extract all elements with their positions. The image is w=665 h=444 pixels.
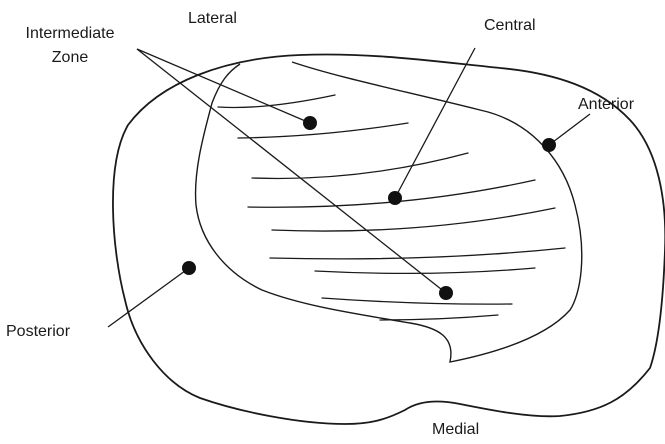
label-anterior: Anterior	[578, 95, 634, 114]
label-intermediate-zone-line2: Zone	[6, 48, 134, 67]
leader-line-intermediate-b	[137, 49, 446, 293]
fiber-line	[238, 123, 408, 138]
label-lateral: Lateral	[188, 9, 237, 28]
intermediate-marker-dot	[303, 116, 317, 130]
leader-lines	[108, 48, 590, 327]
central-marker-dot	[388, 191, 402, 205]
fiber-line	[315, 268, 535, 273]
fiber-line	[270, 248, 565, 259]
label-posterior: Posterior	[6, 322, 70, 341]
leader-line-anterior	[549, 114, 590, 145]
leader-line-intermediate-a	[137, 49, 310, 123]
label-intermediate-zone-line1: Intermediate	[6, 24, 134, 43]
fiber-line	[272, 208, 555, 231]
fiber-line	[380, 315, 498, 320]
fiber-line	[218, 95, 335, 108]
label-central: Central	[484, 16, 536, 35]
label-medial: Medial	[432, 420, 479, 439]
fiber-line	[322, 298, 512, 304]
fiber-lines	[218, 95, 565, 320]
anterior-marker-dot	[542, 138, 556, 152]
intermediate-marker-dot	[439, 286, 453, 300]
posterior-marker-dot	[182, 261, 196, 275]
